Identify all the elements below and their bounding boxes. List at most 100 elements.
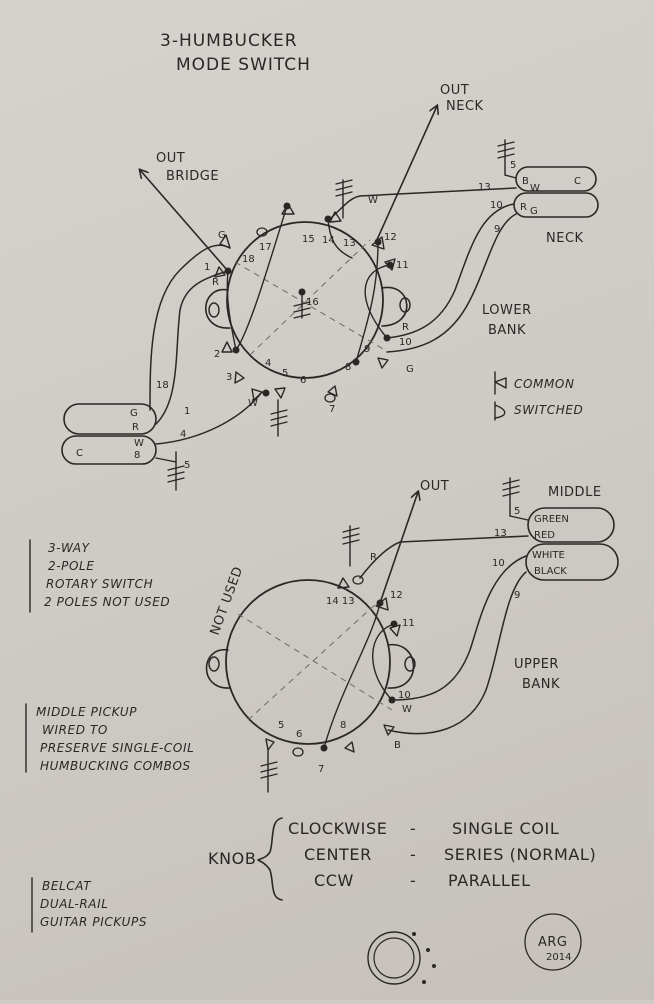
- svg-text:10: 10: [492, 558, 505, 569]
- knob-table: KNOB CLOCKWISE - SINGLE COIL CENTER - SE…: [208, 817, 596, 901]
- lug-1: 1: [204, 262, 210, 273]
- svg-text:1: 1: [184, 406, 190, 417]
- lug-18: 18: [242, 254, 255, 265]
- svg-text:ROTARY SWITCH: ROTARY SWITCH: [46, 577, 153, 591]
- svg-text:C: C: [574, 176, 581, 187]
- lower-bank-label-line-1: LOWER: [482, 303, 532, 318]
- svg-text:5: 5: [514, 506, 520, 517]
- svg-text:-: -: [410, 871, 416, 890]
- lug-7: 7: [329, 404, 335, 415]
- lower-left-ear: [205, 289, 231, 329]
- svg-text:9: 9: [514, 590, 520, 601]
- wire-white: WHITE: [532, 550, 565, 561]
- out-bridge-arrow: [140, 170, 229, 272]
- wire-red: RED: [534, 530, 555, 541]
- svg-text:R: R: [212, 277, 219, 288]
- out-neck-arrow: [375, 106, 437, 243]
- wire-black: BLACK: [534, 566, 567, 577]
- legend: COMMON SWITCHED: [494, 371, 583, 421]
- middle-label: MIDDLE: [548, 485, 602, 500]
- legend-common: COMMON: [514, 377, 575, 391]
- upper-switch-body: [225, 579, 391, 745]
- lower-bank-switch: 1 2 3 4 5 6 7 8 9 10 11 12 13 14 15 16 1…: [204, 202, 412, 415]
- wire-green: GREEN: [534, 514, 569, 525]
- svg-text:R: R: [370, 552, 377, 563]
- title-line-2: MODE SWITCH: [176, 55, 311, 75]
- lug-5: 5: [282, 368, 288, 379]
- svg-text:2-POLE: 2-POLE: [48, 559, 95, 573]
- out-bridge-line-2: BRIDGE: [166, 169, 219, 184]
- svg-text:CLOCKWISE: CLOCKWISE: [288, 819, 387, 838]
- lug-2: 2: [214, 349, 220, 360]
- lug-11: 11: [396, 260, 409, 271]
- svg-text:10: 10: [490, 200, 503, 211]
- upper-lug-8: 8: [340, 720, 346, 731]
- svg-text:W: W: [368, 195, 378, 206]
- lug-3: 3: [226, 372, 232, 383]
- out-upper-label: OUT: [420, 479, 449, 494]
- lug-14: 14: [322, 235, 335, 246]
- svg-text:SERIES (NORMAL): SERIES (NORMAL): [444, 845, 596, 864]
- svg-text:W: W: [134, 438, 144, 449]
- svg-text:MIDDLE PICKUP: MIDDLE PICKUP: [36, 705, 137, 719]
- bridge-pickup: G R W C 8: [61, 403, 157, 465]
- out-upper-arrow: [379, 492, 418, 604]
- svg-text:G: G: [218, 230, 226, 241]
- lug-4: 4: [265, 358, 271, 369]
- middle-note: MIDDLE PICKUP WIRED TO PRESERVE SINGLE-C…: [25, 703, 194, 773]
- svg-text:R: R: [132, 422, 139, 433]
- svg-text:PRESERVE SINGLE-COIL: PRESERVE SINGLE-COIL: [40, 741, 194, 755]
- upper-bank-label-line-2: BANK: [522, 677, 560, 692]
- brand-note: BELCAT DUAL-RAIL GUITAR PICKUPS: [31, 877, 147, 933]
- svg-text:R: R: [402, 322, 409, 333]
- neck-label: NECK: [546, 231, 584, 246]
- out-bridge-line-1: OUT: [156, 151, 185, 166]
- svg-text:-: -: [410, 845, 416, 864]
- svg-text:PARALLEL: PARALLEL: [448, 871, 531, 890]
- lower-switch-body: [226, 221, 384, 379]
- svg-text:-: -: [410, 819, 416, 838]
- upper-lug-10: 10: [398, 690, 411, 701]
- svg-text:HUMBUCKING COMBOS: HUMBUCKING COMBOS: [40, 759, 191, 773]
- svg-text:G: G: [530, 206, 538, 217]
- upper-lug-14-13: 14 13: [326, 596, 355, 607]
- svg-text:4: 4: [180, 429, 186, 440]
- svg-text:B: B: [394, 740, 401, 751]
- lower-right-ear: [381, 286, 408, 327]
- signature: ARG 2014: [524, 913, 582, 971]
- upper-bank-label-line-1: UPPER: [514, 657, 559, 672]
- svg-text:13: 13: [478, 182, 491, 193]
- svg-text:W: W: [402, 704, 412, 715]
- svg-text:8: 8: [134, 450, 140, 461]
- knob-drawing: [367, 931, 436, 985]
- knob-brace: [257, 817, 283, 901]
- svg-text:W: W: [530, 183, 540, 194]
- lug-13: 13: [343, 238, 356, 249]
- upper-bank-switch: 14 13 12 11 10 8 7 6 5: [205, 575, 416, 775]
- svg-text:13: 13: [494, 528, 507, 539]
- middle-pickup: GREEN RED WHITE BLACK: [525, 507, 619, 581]
- upper-lug-5: 5: [278, 720, 284, 731]
- upper-lug-11: 11: [402, 618, 415, 629]
- lug-8: 8: [345, 362, 351, 373]
- svg-text:G: G: [406, 364, 414, 375]
- out-neck-line-1: OUT: [440, 83, 469, 98]
- svg-text:WIRED TO: WIRED TO: [42, 723, 108, 737]
- svg-text:GUITAR PICKUPS: GUITAR PICKUPS: [40, 915, 147, 929]
- lug-9: 9: [364, 344, 370, 355]
- svg-text:G: G: [130, 408, 138, 419]
- svg-text:5: 5: [510, 160, 516, 171]
- legend-switched: SWITCHED: [514, 403, 583, 417]
- svg-text:DUAL-RAIL: DUAL-RAIL: [40, 897, 109, 911]
- out-neck-line-2: NECK: [446, 99, 484, 114]
- svg-text:C: C: [76, 448, 83, 459]
- svg-text:9: 9: [494, 224, 500, 235]
- svg-text:R: R: [520, 202, 527, 213]
- upper-lug-12: 12: [390, 590, 403, 601]
- neck-pickup: B C W R G: [513, 166, 599, 218]
- signature-initials: ARG: [538, 935, 568, 950]
- svg-text:CCW: CCW: [314, 871, 354, 890]
- lug-12: 12: [384, 232, 397, 243]
